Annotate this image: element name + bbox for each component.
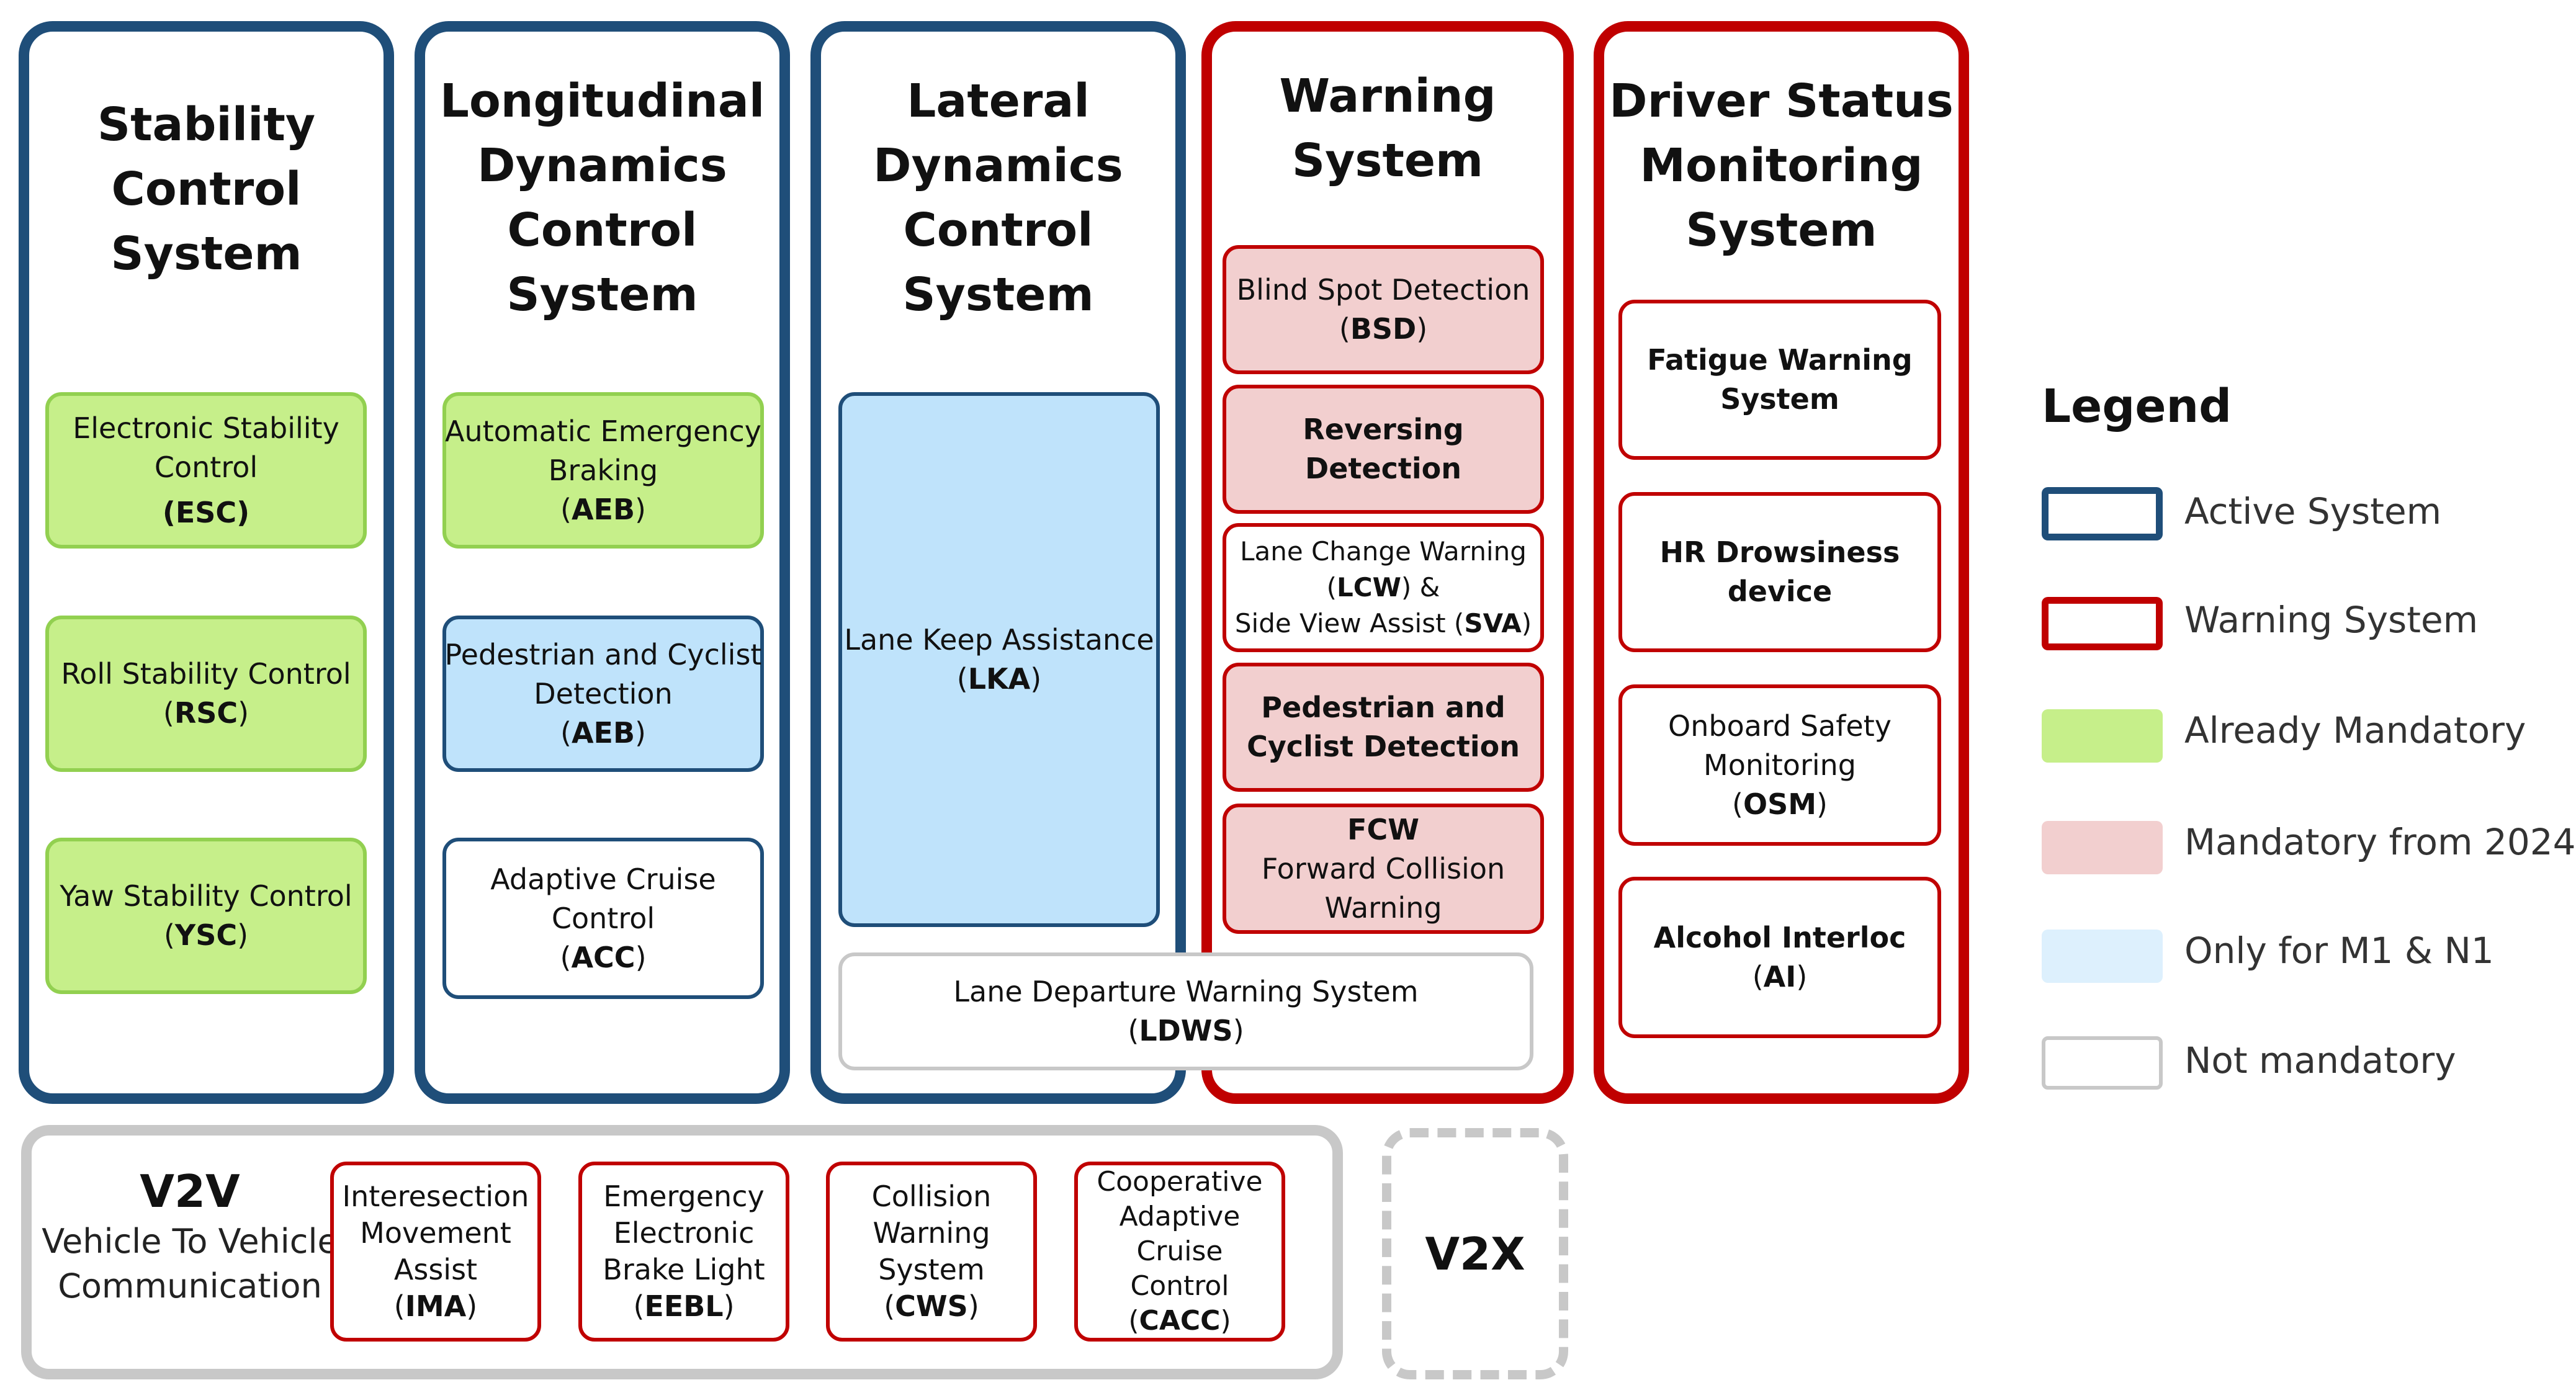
legend-swatch-already-mandatory (2042, 709, 2163, 763)
v2x-box: V2X (1382, 1128, 1568, 1379)
legend-title: Legend (2042, 380, 2232, 433)
hr-drowsiness-box: HR Drowsiness device (1618, 492, 1941, 652)
esc-box: Electronic Stability Control (ESC) (45, 392, 367, 549)
legend-swatch-active (2042, 487, 2163, 540)
fcw-box: FCW Forward Collision Warning (1223, 804, 1544, 934)
acc-box: Adaptive Cruise Control (ACC) (442, 838, 764, 999)
lka-box: Lane Keep Assistance (LKA) (838, 392, 1160, 927)
legend-swatch-m1-n1 (2042, 930, 2163, 983)
legend-label-not-mandatory: Not mandatory (2184, 1039, 2456, 1082)
cacc-box: Cooperative Adaptive Cruise Control (CAC… (1074, 1162, 1285, 1342)
pcd-aeb-abbr: AEB (571, 715, 635, 750)
eebl-abbr: EEBL (644, 1289, 724, 1323)
ldws-box: Lane Departure Warning System (LDWS) (838, 952, 1533, 1070)
rsc-abbr: RSC (174, 696, 238, 730)
lateral-column-title: Lateral Dynamics Control System (873, 74, 1123, 321)
cws-abbr: CWS (895, 1289, 968, 1323)
longitudinal-column-title: Longitudinal Dynamics Control System (439, 74, 765, 321)
reversing-detection-box: Reversing Detection (1223, 385, 1544, 514)
v2v-title-block: V2V Vehicle To Vehicle Communication (32, 1163, 348, 1309)
legend-swatch-warning (2042, 597, 2163, 650)
legend-label-m1-n1: Only for M1 & N1 (2184, 930, 2494, 972)
legend-label-warning: Warning System (2184, 599, 2479, 641)
v2v-subtitle-1: Vehicle To Vehicle (42, 1222, 338, 1261)
bsd-box: Blind Spot Detection (BSD) (1223, 245, 1544, 374)
pedestrian-cyclist-detection-aeb-box: Pedestrian and Cyclist Detection (AEB) (442, 616, 764, 772)
eebl-box: Emergency Electronic Brake Light (EEBL) (578, 1162, 789, 1342)
legend-label-mandatory-2024: Mandatory from 2024 (2184, 821, 2576, 863)
lka-abbr: LKA (967, 662, 1031, 696)
aeb-abbr: AEB (571, 492, 635, 526)
legend-label-already-mandatory: Already Mandatory (2184, 709, 2526, 751)
fatigue-warning-box: Fatigue Warning System (1618, 300, 1941, 460)
cws-box: Collision Warning System (CWS) (826, 1162, 1037, 1342)
alcohol-interlock-box: Alcohol Interloc (AI) (1618, 877, 1941, 1038)
ysc-box: Yaw Stability Control (YSC) (45, 838, 367, 994)
osm-abbr: OSM (1743, 787, 1816, 821)
legend-swatch-mandatory-2024 (2042, 821, 2163, 874)
warning-column-title: Warning System (1279, 69, 1496, 187)
lcw-sva-box: Lane Change Warning (LCW) & Side View As… (1223, 523, 1544, 652)
ima-box: Interesection Movement Assist (IMA) (330, 1162, 541, 1342)
ldws-abbr: LDWS (1139, 1014, 1233, 1047)
pedestrian-cyclist-detection-warning-box: Pedestrian and Cyclist Detection (1223, 663, 1544, 792)
legend-label-active: Active System (2184, 490, 2442, 532)
ai-abbr: AI (1763, 960, 1797, 993)
legend-swatch-not-mandatory (2042, 1036, 2163, 1090)
sva-abbr: SVA (1464, 608, 1522, 639)
osm-box: Onboard Safety Monitoring (OSM) (1618, 684, 1941, 846)
aeb-box: Automatic Emergency Braking (AEB) (442, 392, 764, 549)
bsd-abbr: BSD (1350, 312, 1417, 346)
v2v-subtitle-2: Communication (58, 1266, 322, 1306)
ysc-abbr: YSC (174, 918, 238, 952)
acc-abbr: ACC (571, 940, 635, 974)
lcw-abbr: LCW (1336, 572, 1401, 603)
v2v-title: V2V (140, 1165, 240, 1217)
esc-abbr: ESC (175, 495, 237, 529)
stability-column-title: Stability Control System (97, 98, 316, 280)
ima-abbr: IMA (405, 1289, 467, 1323)
cacc-abbr: CACC (1139, 1305, 1221, 1337)
rsc-box: Roll Stability Control (RSC) (45, 616, 367, 772)
driver-column-title: Driver Status Monitoring System (1609, 74, 1954, 257)
v2x-label: V2X (1425, 1227, 1525, 1280)
